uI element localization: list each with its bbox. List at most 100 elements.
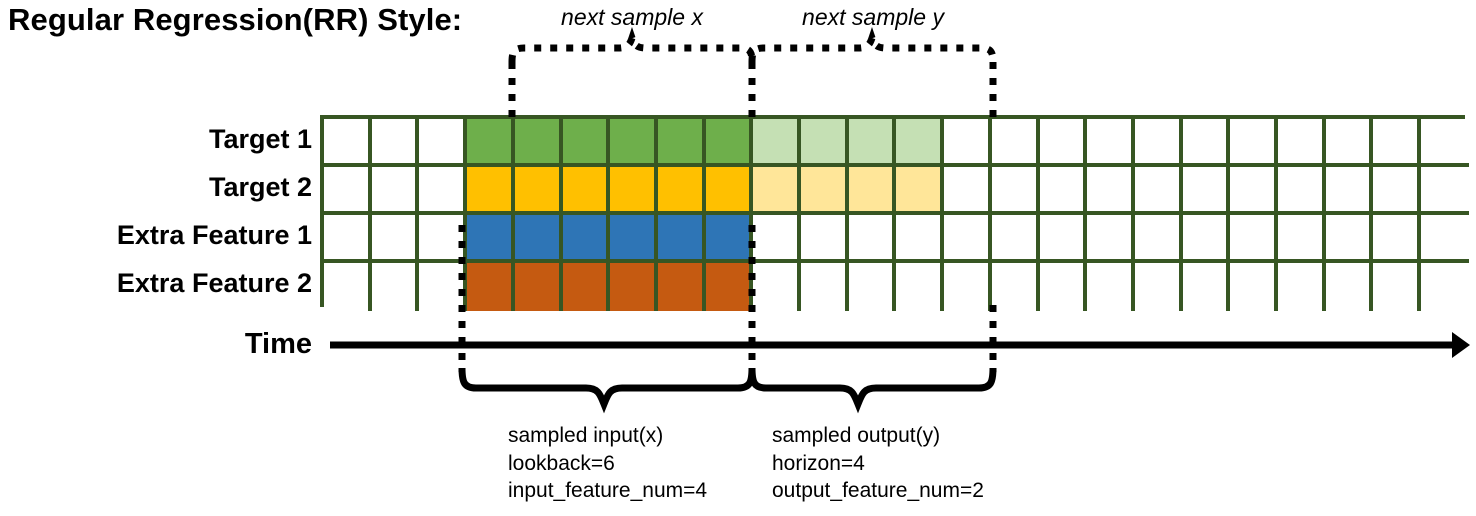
- grid-cell: [1325, 119, 1374, 167]
- grid-cell: [944, 215, 992, 263]
- grid-cell: [848, 215, 897, 263]
- top-brace-next-sample-x: [508, 26, 756, 63]
- grid-cell: [514, 215, 563, 263]
- grid-cell: [514, 167, 563, 215]
- top-dotted-guides: [508, 62, 997, 117]
- caption-next-sample-x: next sample x: [561, 4, 703, 30]
- grid-cell: [705, 167, 754, 215]
- grid-cell: [705, 119, 754, 167]
- grid-cell: [705, 215, 754, 263]
- grid-cell: [1325, 263, 1374, 311]
- bottom-brace-sampled-input: [458, 367, 756, 414]
- grid-cell: [419, 215, 468, 263]
- grid-cell: [467, 119, 515, 167]
- grid-cell: [1373, 167, 1422, 215]
- grid-cell: [753, 263, 802, 311]
- grid-cell: [1278, 215, 1326, 263]
- grid-cell: [1182, 167, 1231, 215]
- grid-cell: [467, 215, 515, 263]
- grid-cell: [419, 263, 468, 311]
- bottom-brace-sampled-output: [748, 367, 997, 414]
- timeline-grid: [320, 115, 1469, 311]
- grid-cell: [848, 263, 897, 311]
- caption-next-sample-y: next sample y: [802, 4, 944, 30]
- grid-cell: [610, 263, 658, 311]
- grid-cell: [657, 119, 706, 167]
- grid-cell: [1087, 215, 1135, 263]
- grid-cell: [1278, 263, 1326, 311]
- grid-cell: [657, 263, 706, 311]
- grid-cell: [848, 119, 897, 167]
- grid-cell: [657, 167, 706, 215]
- row-label-extra-feature-1: Extra Feature 1: [116, 220, 312, 250]
- grid-cell: [1373, 215, 1422, 263]
- grid-cell: [1421, 119, 1469, 167]
- sampled-output-line-2: horizon=4: [772, 451, 865, 475]
- grid-cell: [944, 263, 992, 311]
- row-label-column: Target 1 Target 2 Extra Feature 1 Extra …: [0, 0, 312, 300]
- grid-cell: [1182, 215, 1231, 263]
- grid-cell: [371, 263, 420, 311]
- grid-cell: [1134, 167, 1183, 215]
- grid-row-target-2: [324, 167, 1469, 215]
- grid-cell: [1087, 167, 1135, 215]
- grid-cell: [324, 167, 372, 215]
- grid-cell: [371, 119, 420, 167]
- grid-cell: [1087, 119, 1135, 167]
- grid-cell: [1230, 119, 1279, 167]
- grid-cell: [610, 119, 658, 167]
- sampled-output-line-3: output_feature_num=2: [772, 479, 984, 503]
- caption-sampled-input: sampled input(x) lookback=6 input_featur…: [508, 422, 707, 505]
- grid-cell: [801, 263, 849, 311]
- grid-cell: [801, 215, 849, 263]
- grid-cell: [1134, 263, 1183, 311]
- caption-sampled-output: sampled output(y) horizon=4 output_featu…: [772, 422, 984, 505]
- grid-cell: [896, 167, 945, 215]
- grid-cell: [944, 119, 992, 167]
- grid-cell: [991, 119, 1040, 167]
- grid-cell: [753, 167, 802, 215]
- top-brace-next-sample-y: [748, 26, 997, 63]
- grid-cell: [1421, 263, 1469, 311]
- grid-cell: [991, 167, 1040, 215]
- grid-cell: [801, 119, 849, 167]
- grid-cell: [1039, 263, 1088, 311]
- grid-cell: [944, 167, 992, 215]
- grid-cell: [1278, 119, 1326, 167]
- grid-cell: [991, 263, 1040, 311]
- grid-cell: [514, 263, 563, 311]
- grid-cell: [419, 167, 468, 215]
- grid-cell: [1039, 119, 1088, 167]
- row-label-target-2: Target 2: [208, 172, 312, 202]
- grid-cell: [324, 215, 372, 263]
- grid-cell: [1421, 167, 1469, 215]
- grid-cell: [371, 167, 420, 215]
- row-label-target-1: Target 1: [208, 124, 312, 154]
- grid-cell: [324, 263, 372, 311]
- sampled-input-line-1: sampled input(x): [508, 424, 664, 447]
- grid-cell: [1039, 215, 1088, 263]
- grid-cell: [705, 263, 754, 311]
- grid-cell: [1230, 167, 1279, 215]
- grid-cell: [562, 215, 611, 263]
- grid-cell: [1039, 167, 1088, 215]
- grid-cell: [467, 263, 515, 311]
- grid-cell: [371, 215, 420, 263]
- grid-cell: [1230, 263, 1279, 311]
- grid-cell: [753, 215, 802, 263]
- grid-cell: [753, 119, 802, 167]
- grid-cell: [324, 119, 372, 167]
- time-axis-arrow: [330, 332, 1470, 358]
- grid-cell: [514, 119, 563, 167]
- grid-cell: [1230, 215, 1279, 263]
- grid-cell: [562, 119, 611, 167]
- grid-cell: [1373, 263, 1422, 311]
- grid-cell: [1182, 263, 1231, 311]
- grid-cell: [1325, 215, 1374, 263]
- page-title: Regular Regression(RR) Style:: [8, 2, 463, 37]
- grid-cell: [1373, 119, 1422, 167]
- grid-cell: [896, 215, 945, 263]
- sampled-input-line-3: input_feature_num=4: [508, 479, 708, 503]
- grid-cell: [562, 263, 611, 311]
